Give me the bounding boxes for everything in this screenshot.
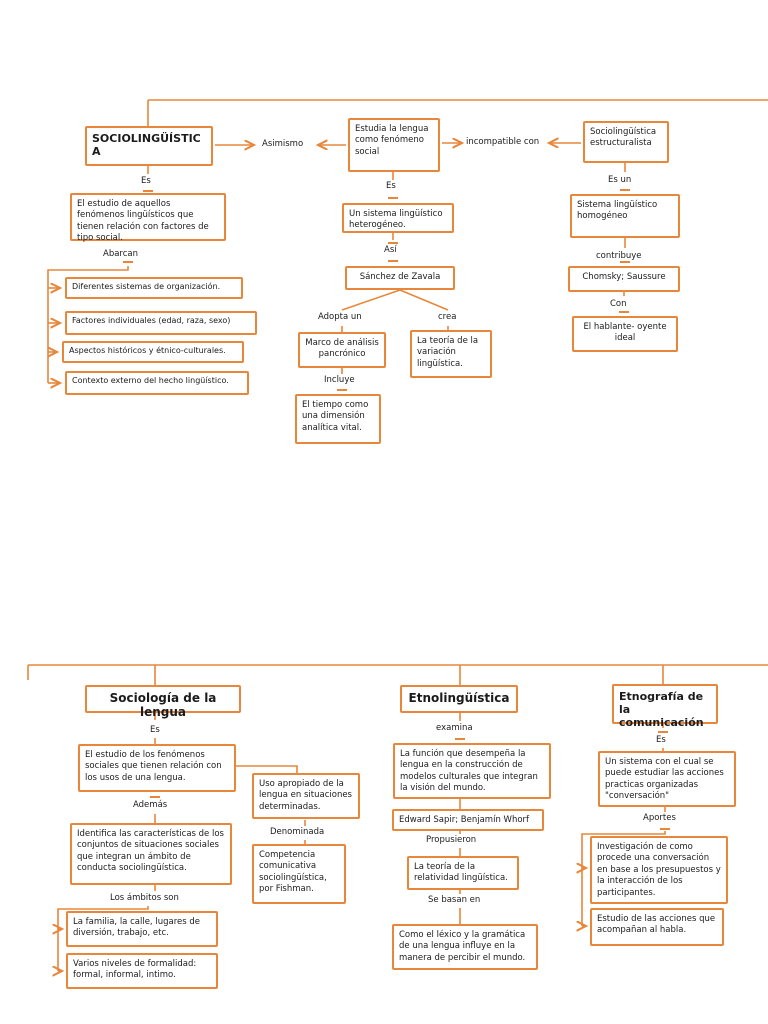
node-estudia-lengua: Estudia la lengua como fenómeno social	[348, 118, 440, 172]
link-label-denominada: Denominada	[270, 827, 325, 837]
link-label-es-un: Es un	[608, 175, 632, 185]
node-estructuralista: Sociolingüística estructuralista	[583, 121, 669, 163]
node-ambito-item: Varios niveles de formalidad: formal, in…	[66, 953, 218, 989]
node-sistema-heterogeneo: Un sistema lingüístico heterogéneo.	[342, 203, 454, 233]
link-label-propusieron: Propusieron	[426, 835, 477, 845]
node-tiempo-dimension: El tiempo como una dimensión analítica v…	[295, 394, 381, 444]
node-teoria-variacion: La teoría de la variación lingüística.	[410, 330, 492, 378]
node-sistema-homogeneo: Sistema lingüístico homogéneo	[570, 194, 680, 238]
link-label-asimismo: Asimismo	[262, 139, 304, 149]
link-label-es-4: Es	[656, 735, 666, 745]
link-label-incluye: Incluye	[324, 375, 355, 385]
node-abarcan-item: Aspectos históricos y étnico-culturales.	[62, 341, 244, 363]
link-label-ademas: Además	[133, 800, 168, 810]
node-ambito-item: La familia, la calle, lugares de diversi…	[66, 911, 218, 947]
node-aporte-item: Investigación de como procede una conver…	[590, 836, 728, 904]
link-label-con: Con	[610, 299, 627, 309]
node-lexico-gramatica: Como el léxico y la gramática de una len…	[392, 924, 538, 970]
node-relatividad-linguistica: La teoría de la relatividad lingüística.	[407, 856, 519, 890]
link-label-se-basan-en: Se basan en	[428, 895, 481, 905]
node-identifica-caracteristicas: Identifica las características de los co…	[70, 823, 232, 885]
link-label-asi: Así	[384, 245, 397, 255]
node-abarcan-item: Diferentes sistemas de organización.	[65, 277, 243, 299]
node-sanchez-zavala: Sánchez de Zavala	[345, 266, 455, 290]
link-label-es-1: Es	[141, 176, 151, 186]
link-label-abarcan: Abarcan	[103, 249, 138, 259]
node-marco-pancronico: Marco de análisis pancrónico	[298, 332, 386, 368]
link-label-es-3: Es	[150, 725, 160, 735]
node-etnografia-comunicacion: Etnografía de la comunicación	[612, 684, 718, 729]
node-estudio-fenomenos: El estudio de aquellos fenómenos lingüís…	[70, 193, 226, 243]
node-estudio-sociales: El estudio de los fenómenos sociales que…	[78, 744, 236, 792]
node-sapir-whorf: Edward Sapir; Benjamín Whorf	[392, 809, 544, 831]
node-abarcan-item: Contexto externo del hecho lingüístico.	[65, 371, 249, 395]
node-chomsky-saussure: Chomsky; Saussure	[568, 266, 680, 292]
node-etnolinguistica: Etnolingüística	[400, 685, 518, 713]
link-label-aportes: Aportes	[643, 813, 676, 823]
node-competencia-comunicativa: Competencia comunicativa sociolingüístic…	[252, 844, 346, 904]
node-sistema-conversacion: Un sistema con el cual se puede estudiar…	[598, 751, 736, 807]
link-label-examina: examina	[436, 723, 473, 733]
node-abarcan-item: Factores individuales (edad, raza, sexo)	[65, 311, 257, 335]
link-label-es-2: Es	[386, 181, 396, 191]
link-label-contribuye: contribuye	[596, 251, 642, 261]
link-label-adopta-un: Adopta un	[318, 312, 362, 322]
node-sociolinguistica: SOCIOLINGÜÍSTICA	[85, 126, 213, 166]
link-label-crea: crea	[438, 312, 457, 322]
link-label-ambitos: Los ámbitos son	[110, 893, 179, 903]
node-funcion-lengua: La función que desempeña la lengua en la…	[393, 743, 551, 799]
node-hablante-oyente: El hablante- oyente ideal	[572, 316, 678, 352]
node-sociologia-lengua: Sociología de la lengua	[85, 685, 241, 719]
node-uso-apropiado: Uso apropiado de la lengua en situacione…	[252, 773, 360, 819]
link-label-incompatible: incompatible con	[466, 137, 540, 147]
node-aporte-item: Estudio de las acciones que acompañan al…	[590, 908, 724, 946]
